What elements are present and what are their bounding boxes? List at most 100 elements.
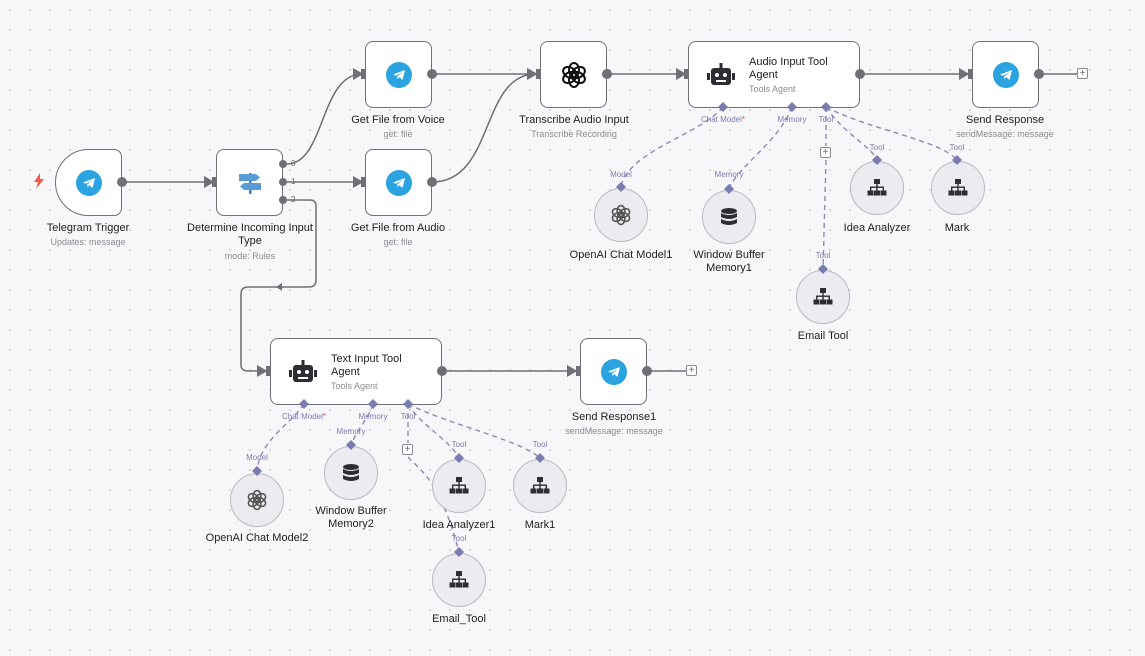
robot-icon xyxy=(289,359,317,382)
sitemap-icon xyxy=(449,477,469,494)
email-tool2-title: Email_Tool xyxy=(432,613,486,625)
signpost-icon xyxy=(238,172,261,194)
audio-agent-port-tool: Tool xyxy=(818,115,834,124)
edge-tool-email xyxy=(822,107,827,271)
window-memory2-node[interactable] xyxy=(324,446,378,500)
robot-icon xyxy=(707,62,735,85)
sitemap-icon xyxy=(530,477,550,494)
edge-tool-mark xyxy=(825,106,958,161)
openai-icon xyxy=(561,61,586,88)
sitemap-icon xyxy=(948,179,968,196)
idea-analyzer-node[interactable] xyxy=(850,161,904,215)
audio-agent-port-memory: Memory xyxy=(777,115,807,124)
sitemap-icon xyxy=(813,288,833,305)
trigger-bolt-icon xyxy=(32,173,46,194)
email-tool-title: Email Tool xyxy=(797,330,849,342)
openai-model1-node[interactable] xyxy=(594,188,648,242)
add-node-plus-icon[interactable]: + xyxy=(1077,68,1088,79)
email-tool2-node[interactable] xyxy=(432,553,486,607)
switch-output-2: 2 xyxy=(291,195,296,204)
switch-subtitle: mode: Rules xyxy=(224,251,276,261)
memory2-port-label: Memory xyxy=(336,427,366,436)
telegram-icon xyxy=(992,61,1019,88)
edge-tool-mark1 xyxy=(407,403,541,459)
switch-node[interactable] xyxy=(216,149,283,216)
text-agent-port-memory: Memory xyxy=(358,412,388,421)
email-port-label: Tool xyxy=(815,251,831,260)
edge-memory1 xyxy=(728,106,793,189)
get-file-voice-subtitle: get: file xyxy=(383,129,413,139)
send-response-subtitle: sendMessage: message xyxy=(956,129,1054,139)
idea-port-label: Tool xyxy=(869,143,885,152)
mark1-node[interactable] xyxy=(513,459,567,513)
get-file-audio-node[interactable] xyxy=(365,149,432,216)
switch-output-1: 1 xyxy=(291,177,296,186)
memory1-port-label: Memory xyxy=(714,170,744,179)
telegram-icon xyxy=(75,169,102,196)
add-tool-plus-icon[interactable]: + xyxy=(820,147,831,158)
openai-model2-title: OpenAI Chat Model2 xyxy=(205,532,309,544)
edge-model1 xyxy=(620,106,724,187)
telegram-icon xyxy=(600,358,627,385)
send-response-node[interactable] xyxy=(972,41,1039,108)
get-file-voice-title: Get File from Voice xyxy=(351,114,445,126)
idea-analyzer1-node[interactable] xyxy=(432,459,486,513)
send-response1-subtitle: sendMessage: message xyxy=(565,426,663,436)
send-response1-title: Send Response1 xyxy=(571,411,657,423)
text-agent-subtitle: Tools Agent xyxy=(331,380,378,391)
openai-icon xyxy=(611,204,631,226)
idea-analyzer1-title: Idea Analyzer1 xyxy=(422,519,496,531)
transcribe-node[interactable] xyxy=(540,41,607,108)
audio-agent-subtitle: Tools Agent xyxy=(749,83,796,94)
transcribe-subtitle: Transcribe Recording xyxy=(531,129,617,139)
mark1-title: Mark1 xyxy=(524,519,556,531)
add-node-plus-icon[interactable]: + xyxy=(686,365,697,376)
telegram-trigger-subtitle: Updates: message xyxy=(50,237,126,247)
mark-port-label: Tool xyxy=(949,143,965,152)
text-agent-port-chat-model: Chat Model* xyxy=(281,412,327,421)
openai-model1-title: OpenAI Chat Model1 xyxy=(569,249,673,261)
mark-node[interactable] xyxy=(931,161,985,215)
window-memory1-node[interactable] xyxy=(702,190,756,244)
edge-model2 xyxy=(256,403,305,472)
idea-analyzer-title: Idea Analyzer xyxy=(843,222,911,234)
text-agent-port-tool: Tool xyxy=(400,412,416,421)
telegram-icon xyxy=(385,61,412,88)
edge-tool-email2 xyxy=(407,404,460,553)
model1-port-label: Model xyxy=(610,170,632,179)
openai-model2-node[interactable] xyxy=(230,473,284,527)
sitemap-icon xyxy=(449,571,469,588)
idea1-port-label: Tool xyxy=(451,440,467,449)
mark1-port-label: Tool xyxy=(532,440,548,449)
database-icon xyxy=(343,464,359,481)
telegram-icon xyxy=(385,169,412,196)
edge-memory2 xyxy=(350,403,374,447)
get-file-audio-subtitle: get: file xyxy=(383,237,413,247)
telegram-trigger-node[interactable] xyxy=(55,149,122,216)
telegram-trigger-title: Telegram Trigger xyxy=(46,222,130,234)
edge-tool-idea1 xyxy=(407,403,460,459)
get-file-voice-node[interactable] xyxy=(365,41,432,108)
transcribe-title: Transcribe Audio Input xyxy=(519,114,629,126)
edge-audio-transcribe xyxy=(431,68,538,183)
sitemap-icon xyxy=(867,179,887,196)
email-tool-node[interactable] xyxy=(796,270,850,324)
edge-switch0-voice xyxy=(286,68,364,165)
model2-port-label: Model xyxy=(246,453,268,462)
get-file-audio-title: Get File from Audio xyxy=(350,222,446,234)
add-tool-plus-icon[interactable]: + xyxy=(402,444,413,455)
mark-title: Mark xyxy=(944,222,970,234)
openai-icon xyxy=(247,489,267,511)
database-icon xyxy=(721,208,737,225)
send-response-title: Send Response xyxy=(965,114,1045,126)
send-response1-node[interactable] xyxy=(580,338,647,405)
